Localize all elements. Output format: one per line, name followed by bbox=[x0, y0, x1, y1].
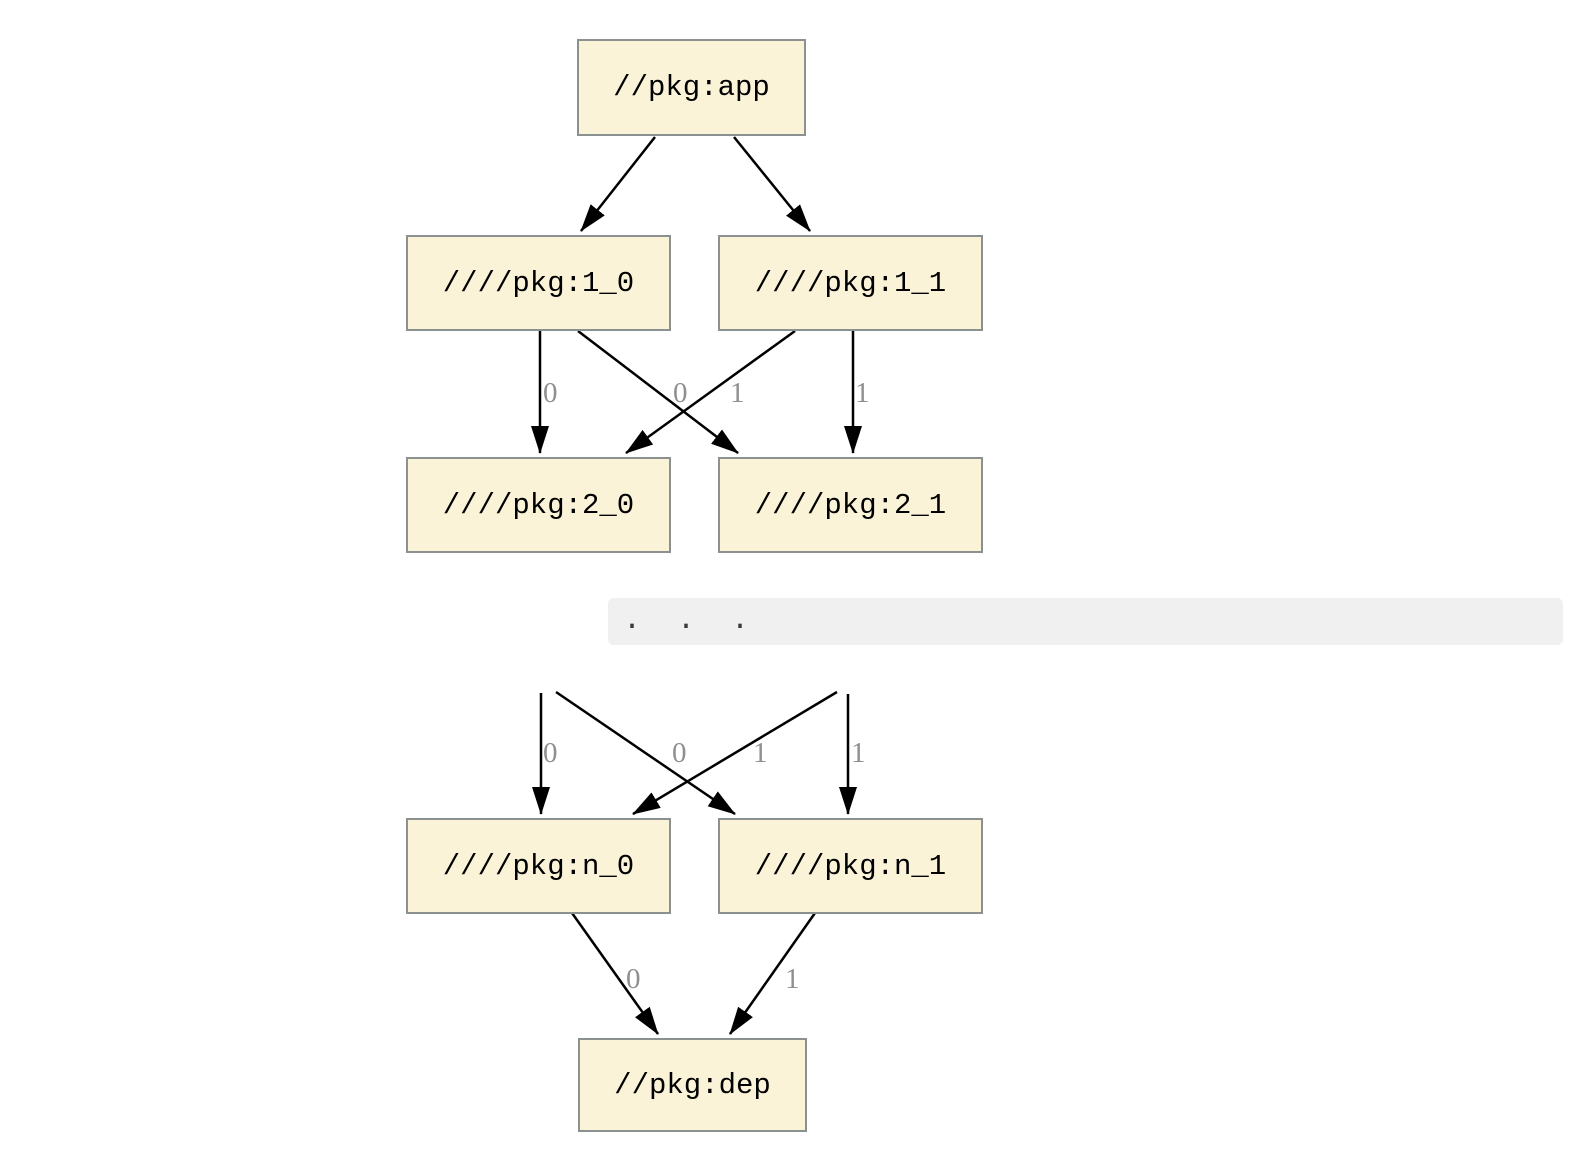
ellipsis-bar: . . . bbox=[608, 598, 1563, 645]
node-label: //pkg:app bbox=[613, 71, 770, 104]
edge-label: 0 bbox=[673, 377, 688, 409]
edge-label: 1 bbox=[851, 737, 866, 769]
node-pkg-2_0: ////pkg:2_0 bbox=[406, 457, 671, 553]
node-label: ////pkg:2_0 bbox=[442, 488, 635, 522]
edge-dots2-to-n_0 bbox=[632, 690, 838, 816]
edge-dots-to-n_1 bbox=[555, 690, 736, 816]
node-pkg-1_0: ////pkg:1_0 bbox=[406, 235, 671, 331]
node-label: ////pkg:1_0 bbox=[442, 266, 635, 300]
node-label: ////pkg:n_1 bbox=[754, 849, 947, 883]
node-pkg-app: //pkg:app bbox=[577, 39, 806, 136]
edge-1_0-to-2_1 bbox=[577, 330, 739, 454]
edge-label: 0 bbox=[672, 737, 687, 769]
edge-n_0-to-dep bbox=[570, 912, 660, 1035]
edge-label: 1 bbox=[855, 377, 870, 409]
node-pkg-n_1: ////pkg:n_1 bbox=[718, 818, 983, 914]
edge-app-to-1_0 bbox=[580, 136, 656, 232]
edge-label: 0 bbox=[626, 963, 641, 995]
edge-label: 1 bbox=[730, 377, 745, 409]
edge-n_1-to-dep bbox=[728, 912, 817, 1035]
node-pkg-1_1: ////pkg:1_1 bbox=[718, 235, 983, 331]
node-label: ////pkg:n_0 bbox=[442, 849, 635, 883]
node-label: ////pkg:1_1 bbox=[754, 266, 947, 300]
edge-label: 0 bbox=[543, 737, 558, 769]
node-label: //pkg:dep bbox=[614, 1068, 771, 1102]
ellipsis-dots: . . . bbox=[623, 604, 750, 638]
edge-label: 1 bbox=[753, 737, 768, 769]
node-pkg-dep: //pkg:dep bbox=[578, 1038, 807, 1132]
node-pkg-2_1: ////pkg:2_1 bbox=[718, 457, 983, 553]
edge-app-to-1_1 bbox=[733, 136, 811, 232]
edge-label: 1 bbox=[785, 963, 800, 995]
edge-label: 0 bbox=[543, 377, 558, 409]
node-label: ////pkg:2_1 bbox=[754, 488, 947, 522]
edge-1_1-to-2_0 bbox=[625, 329, 796, 455]
node-pkg-n_0: ////pkg:n_0 bbox=[406, 818, 671, 914]
